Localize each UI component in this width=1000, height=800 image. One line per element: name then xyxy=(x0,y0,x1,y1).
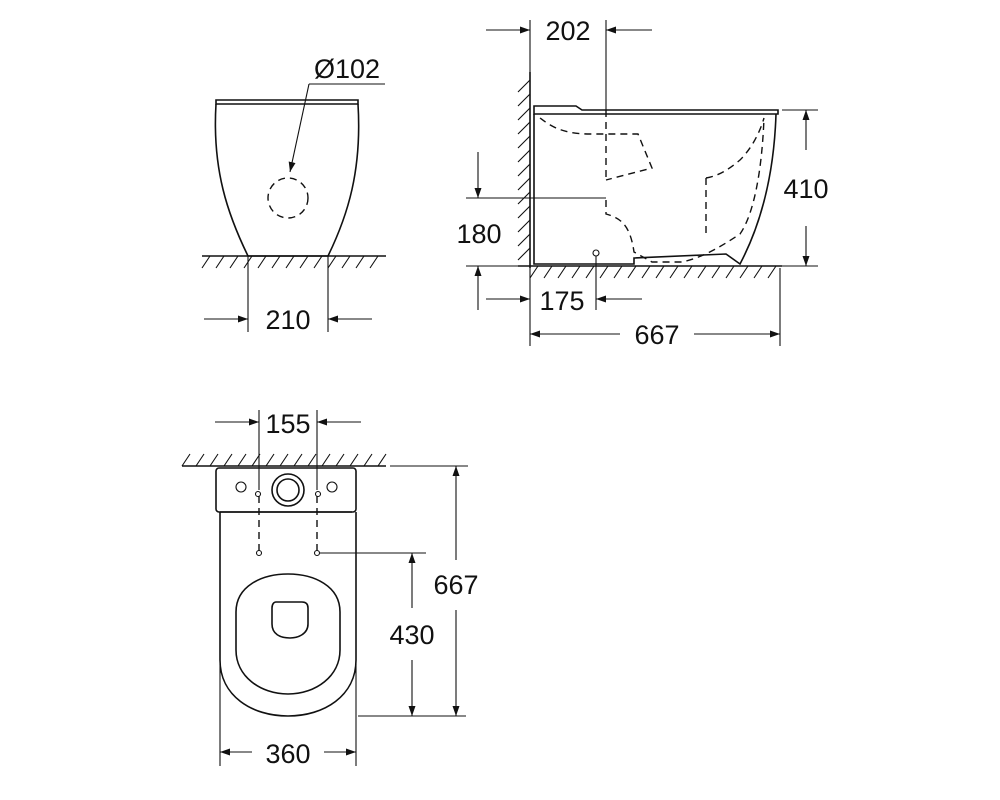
flush-button-icon xyxy=(271,473,305,507)
dim-front-base-width xyxy=(204,256,372,332)
dim-side-outlet-offset xyxy=(486,256,642,310)
label-top-width: 360 xyxy=(265,739,310,769)
label-side-top-offset: 202 xyxy=(545,16,590,46)
front-view: 210 Ø102 xyxy=(201,54,386,335)
dim-top-fixing-distance xyxy=(320,552,466,717)
dim-side-outlet-height xyxy=(466,152,606,310)
front-toilet-body xyxy=(214,83,385,257)
side-floor-hatch xyxy=(518,265,782,279)
label-side-outlet-height: 180 xyxy=(456,219,501,249)
dim-side-total-length xyxy=(529,268,781,346)
label-top-fixing-distance: 430 xyxy=(389,620,434,650)
label-side-height: 410 xyxy=(783,174,828,204)
dim-side-top-offset xyxy=(486,20,652,180)
dim-top-bolt-spacing xyxy=(215,410,361,552)
label-side-outlet-offset: 175 xyxy=(539,286,584,316)
label-top-total-length: 667 xyxy=(433,570,478,600)
dim-top-total-length xyxy=(390,465,468,716)
side-view: 202 410 180 175 667 xyxy=(456,16,828,350)
side-toilet-body xyxy=(533,105,779,266)
label-top-bolt-spacing: 155 xyxy=(265,409,310,439)
top-view: 155 430 667 360 xyxy=(181,409,479,769)
side-wall-hatch xyxy=(517,72,531,268)
label-side-total-length: 667 xyxy=(634,320,679,350)
dim-side-height xyxy=(782,109,818,267)
label-outlet-diameter: Ø102 xyxy=(314,54,380,84)
label-front-base-width: 210 xyxy=(265,305,310,335)
top-toilet-body xyxy=(215,467,357,717)
outlet-circle xyxy=(267,177,309,219)
dim-top-width xyxy=(219,664,357,766)
top-wall-hatch xyxy=(181,453,387,467)
front-floor-hatch xyxy=(201,255,386,269)
